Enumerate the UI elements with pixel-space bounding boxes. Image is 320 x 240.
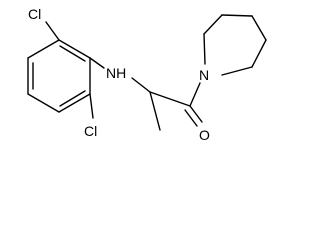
atom-label-chlorine-bottom: Cl (84, 123, 97, 139)
piperidine-ring (203, 14, 267, 76)
bond-c-bottom-n (221, 66, 253, 76)
bond-ring-c1-c2 (58, 39, 91, 59)
atom-label-ring-nitrogen: N (199, 67, 209, 83)
atom-label-chlorine-top: Cl (28, 6, 41, 22)
bond-c-top-right-c-right (251, 15, 267, 41)
carbonyl-double-bond-b (184, 109, 198, 127)
bond-c-top-left-c-top-right (221, 14, 253, 17)
bond-ring-c6-c1 (27, 39, 60, 59)
bond-c2-nh (89, 57, 105, 69)
atom-label-amine: NH (106, 65, 126, 81)
bond-ring-c4-c5 (27, 93, 60, 113)
bond-c-left-c-top-left (203, 14, 223, 35)
bond-carbonyl-ring-nitrogen (189, 82, 201, 107)
benzene-ring (27, 39, 91, 113)
double-bond-inner-2 (59, 90, 86, 107)
bond-alpha-carbon-methyl (149, 91, 161, 131)
bond-ring-c3-c4 (58, 93, 91, 113)
atom-label-carbonyl-oxygen: O (199, 127, 210, 143)
bond-c1-cl-top (45, 21, 60, 41)
bond-c3-cl-bottom (89, 93, 94, 119)
chemical-structure-diagram: Cl NH Cl N O (27, 6, 267, 143)
bond-nh-alpha-carbon (131, 77, 151, 93)
bond-alpha-carbon-carbonyl (149, 91, 191, 107)
double-bond-inner-1 (59, 45, 86, 62)
carbonyl-double-bond-a (189, 105, 203, 123)
bond-c-right-c-bottom (251, 39, 267, 68)
bond-n-c-left (203, 33, 206, 65)
